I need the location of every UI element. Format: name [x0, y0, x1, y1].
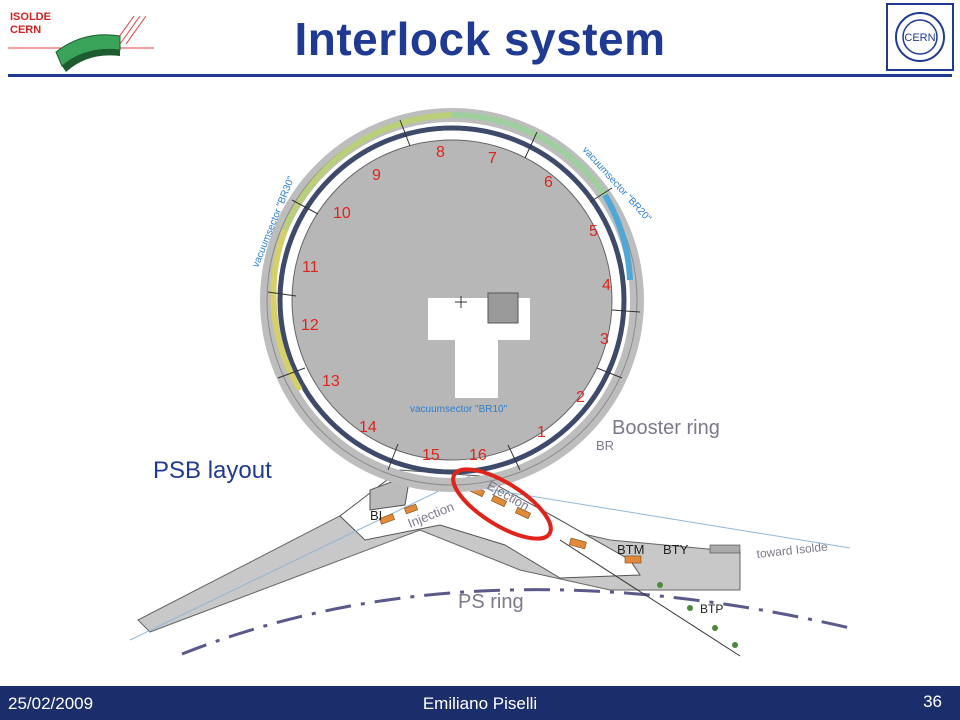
cern-logo-text: CERN [904, 32, 935, 44]
isolde-logo-subtext: CERN [10, 24, 41, 36]
ring-number-7: 7 [488, 150, 497, 167]
toward-isolde-label: toward Isolde [756, 540, 829, 561]
isolde-logo-text: ISOLDE [10, 11, 51, 23]
ring-number-6: 6 [544, 174, 553, 191]
psb-layout-heading: PSB layout [153, 457, 272, 484]
ring-number-5: 5 [589, 223, 598, 240]
ring-number-2: 2 [576, 389, 585, 406]
ring-number-11: 11 [302, 259, 319, 276]
ring-number-4: 4 [602, 277, 611, 294]
ring-number-12: 12 [301, 317, 319, 334]
slide-title: Interlock system [294, 13, 666, 65]
ring-number-10: 10 [333, 205, 351, 222]
ring-number-16: 16 [469, 447, 487, 464]
footer-author: Emiliano Piselli [422, 694, 538, 713]
ejection-highlight-ellipse [451, 467, 553, 541]
ring-number-13: 13 [322, 373, 340, 390]
isolde-logo: ISOLDE CERN [8, 11, 154, 72]
ring-number-9: 9 [372, 167, 381, 184]
vacuumsector-br10-label: vacuumsector "BR10" [410, 404, 508, 415]
header-divider [8, 74, 952, 77]
br-label: BR [596, 438, 614, 453]
page-number: 36 [923, 692, 942, 711]
ring-number-3: 3 [600, 331, 609, 348]
ps-ring-label: PS ring [458, 591, 524, 613]
ring-number-15: 15 [422, 447, 440, 464]
footer-bar [0, 686, 960, 720]
ring-number-14: 14 [359, 419, 377, 436]
ring-number-8: 8 [436, 144, 445, 161]
booster-ring-label: Booster ring [612, 417, 720, 439]
cern-logo: CERN [886, 3, 954, 71]
bty-label: BTY [663, 542, 689, 557]
footer-date: 25/02/2009 [8, 694, 94, 713]
btp-label: BTP [700, 602, 723, 616]
bi-label: BI [370, 508, 382, 523]
btm-label: BTM [617, 542, 644, 557]
ring-number-1: 1 [537, 424, 546, 441]
